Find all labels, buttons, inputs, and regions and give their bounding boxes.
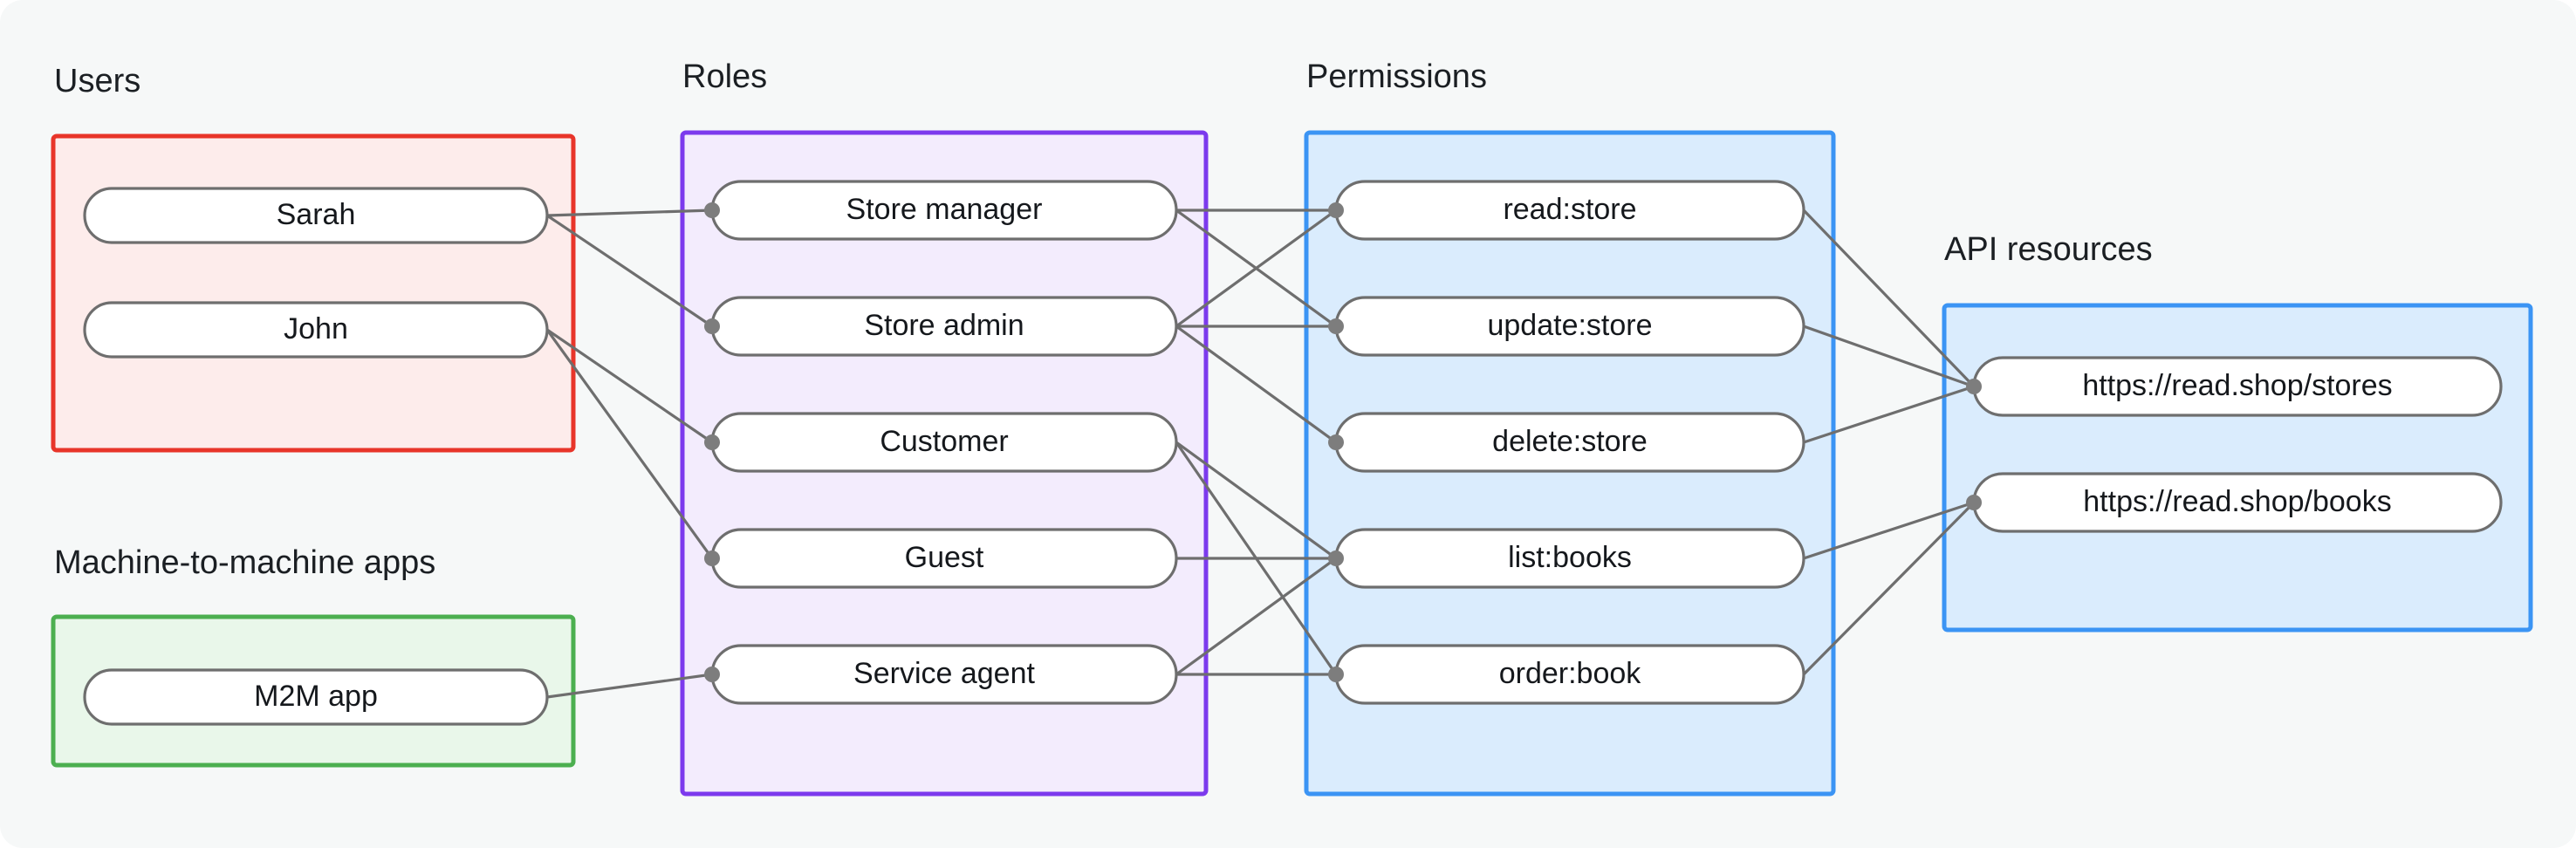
node-label-customer: Customer xyxy=(880,425,1008,458)
edge-endpoint-dot-11 xyxy=(1966,495,1982,510)
node-label-john: John xyxy=(284,312,348,345)
node-label-list_books: list:books xyxy=(1508,541,1632,574)
edge-delete_store-to-res_stores xyxy=(1803,385,1975,444)
node-label-delete_store: delete:store xyxy=(1492,425,1648,458)
edge-endpoint-dot-6 xyxy=(1328,318,1344,334)
node-service_agent[interactable]: Service agent xyxy=(710,644,1178,705)
node-label-order_book: order:book xyxy=(1499,657,1642,690)
group-title-users: Users xyxy=(54,63,140,99)
node-res_stores[interactable]: https://read.shop/stores xyxy=(1972,356,2503,417)
group-title-m2m: Machine-to-machine apps xyxy=(54,544,435,581)
node-label-store_admin: Store admin xyxy=(864,309,1024,342)
edge-john-to-guest xyxy=(545,329,714,559)
node-label-m2m_app: M2M app xyxy=(254,680,378,713)
edge-sarah-to-store_manager xyxy=(546,209,713,217)
edge-update_store-to-res_stores xyxy=(1803,325,1975,388)
edge-john-to-customer xyxy=(546,328,713,444)
edge-endpoint-dot-9 xyxy=(1328,667,1344,682)
node-order_book[interactable]: order:book xyxy=(1334,644,1805,705)
edge-service_agent-to-list_books xyxy=(1175,557,1337,676)
node-store_admin[interactable]: Store admin xyxy=(710,296,1178,357)
edge-endpoint-dot-10 xyxy=(1966,379,1982,394)
node-label-store_manager: Store manager xyxy=(846,193,1043,226)
node-customer[interactable]: Customer xyxy=(710,412,1178,473)
node-label-sarah: Sarah xyxy=(277,198,356,231)
group-titles-layer: Users Roles PermissionsMachine-to-machine … xyxy=(54,58,2153,581)
edge-endpoint-dot-3 xyxy=(704,551,720,566)
edge-read_store-to-res_stores xyxy=(1802,209,1976,388)
node-sarah[interactable]: Sarah xyxy=(83,187,549,244)
edge-endpoint-dot-8 xyxy=(1328,551,1344,566)
node-guest[interactable]: Guest xyxy=(710,528,1178,589)
node-john[interactable]: John xyxy=(83,301,549,359)
group-title-permissions: Permissions xyxy=(1306,58,1487,95)
edge-store_admin-to-read_store xyxy=(1175,209,1337,328)
node-read_store[interactable]: read:store xyxy=(1334,180,1805,241)
node-label-update_store: update:store xyxy=(1487,309,1652,342)
edge-endpoint-dots-layer xyxy=(704,202,1982,682)
node-label-res_stores: https://read.shop/stores xyxy=(2082,369,2392,402)
group-box-users xyxy=(51,133,576,453)
edges-layer xyxy=(545,209,1976,699)
node-label-res_books: https://read.shop/books xyxy=(2083,485,2391,518)
group-title-roles: Roles xyxy=(682,58,767,95)
edge-endpoint-dot-7 xyxy=(1328,434,1344,450)
edge-endpoint-dot-2 xyxy=(704,434,720,450)
edge-store_admin-to-delete_store xyxy=(1175,325,1337,444)
edge-order_book-to-res_books xyxy=(1802,501,1976,676)
node-pill-m2m_app[interactable] xyxy=(83,668,549,726)
node-delete_store[interactable]: delete:store xyxy=(1334,412,1805,473)
node-label-guest: Guest xyxy=(905,541,984,574)
node-pill-john[interactable] xyxy=(83,301,549,359)
edge-endpoint-dot-5 xyxy=(1328,202,1344,218)
group-title-api: API resources xyxy=(1944,231,2153,268)
edge-list_books-to-res_books xyxy=(1803,501,1975,560)
group-box-api xyxy=(1942,303,2533,633)
node-list_books[interactable]: list:books xyxy=(1334,528,1805,589)
edge-customer-to-list_books xyxy=(1175,441,1337,560)
edge-endpoint-dot-4 xyxy=(704,667,720,682)
edge-endpoint-dot-1 xyxy=(704,318,720,334)
node-pill-sarah[interactable] xyxy=(83,187,549,244)
node-m2m_app[interactable]: M2M app xyxy=(83,668,549,726)
edge-sarah-to-store_admin xyxy=(546,214,713,328)
edge-endpoint-dot-0 xyxy=(704,202,720,218)
node-res_books[interactable]: https://read.shop/books xyxy=(1972,472,2503,533)
node-store_manager[interactable]: Store manager xyxy=(710,180,1178,241)
node-label-service_agent: Service agent xyxy=(853,657,1035,690)
edge-m2m_app-to-service_agent xyxy=(546,673,713,699)
node-update_store[interactable]: update:store xyxy=(1334,296,1805,357)
node-label-read_store: read:store xyxy=(1503,193,1636,226)
